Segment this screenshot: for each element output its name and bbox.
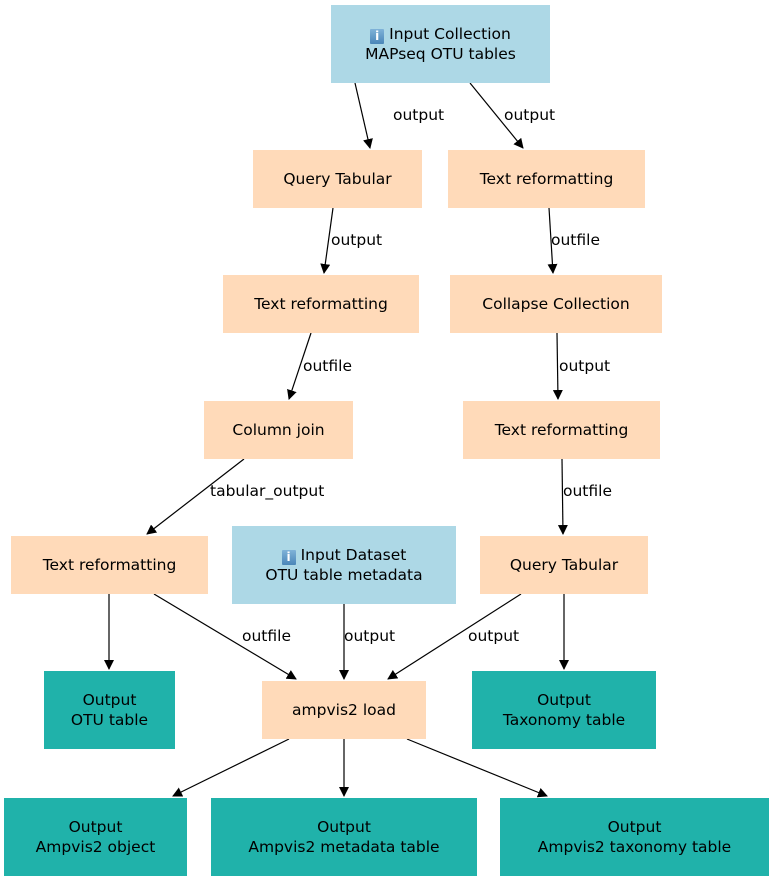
edge-query_tabular_2-to-ampvis2_load (387, 593, 522, 680)
edge-label: output (504, 106, 556, 124)
edge-label: outfile (242, 627, 291, 645)
node-output-ampvis2-object[interactable]: Output Ampvis2 object (4, 798, 187, 876)
edge-label: output (468, 627, 520, 645)
node-ampvis2-load[interactable]: ampvis2 load (262, 681, 426, 739)
column-join-label: Column join (232, 421, 325, 439)
collapse-collection-label: Collapse Collection (482, 295, 630, 313)
text-reformatting-1-label: Text reformatting (479, 170, 614, 188)
output-ampvis2-taxonomy-subtitle: Ampvis2 taxonomy table (537, 838, 732, 856)
edge-label: output (331, 231, 383, 249)
output-taxonomy-table-subtitle: Taxonomy table (502, 711, 626, 729)
edge-ampvis2_load-to-output_ampvis2_object (172, 738, 290, 797)
edge-input_collection-to-text_reformatting_1 (469, 82, 524, 149)
edge-label: outfile (563, 482, 612, 500)
input-collection-title-row: i Input Collection (370, 24, 511, 44)
node-text-reformatting-2[interactable]: Text reformatting (223, 275, 419, 333)
edge-query_tabular_1-to-text_reformatting_2 (320, 207, 334, 274)
edge-label: output (344, 627, 396, 645)
output-ampvis2-object-title: Output (68, 818, 123, 836)
node-text-reformatting-1[interactable]: Text reformatting (448, 150, 645, 208)
edge-ampvis2_load-to-output_ampvis2_taxonomy (406, 738, 548, 798)
edge-label: output (559, 357, 611, 375)
edge-label: tabular_output (210, 482, 325, 500)
edge-text_reformatting_4-to-query_tabular_2 (557, 458, 568, 535)
query-tabular-2-label: Query Tabular (509, 556, 619, 574)
query-tabular-1-label: Query Tabular (283, 170, 392, 188)
output-ampvis2-object-subtitle: Ampvis2 object (35, 838, 156, 856)
node-output-ampvis2-metadata[interactable]: Output Ampvis2 metadata table (211, 798, 477, 876)
output-ampvis2-metadata-title: Output (317, 818, 371, 836)
edge-label: outfile (303, 357, 352, 375)
info-icon: i (281, 550, 296, 565)
node-output-ampvis2-taxonomy[interactable]: Output Ampvis2 taxonomy table (500, 798, 769, 876)
ampvis2-load-label: ampvis2 load (292, 701, 396, 719)
input-collection-subtitle: MAPseq OTU tables (365, 45, 516, 63)
node-input-collection[interactable]: i Input Collection MAPseq OTU tables (331, 5, 550, 83)
text-reformatting-3-label: Text reformatting (42, 556, 177, 574)
input-dataset-title-row: i Input Dataset (281, 545, 407, 565)
node-query-tabular-2[interactable]: Query Tabular (480, 536, 648, 594)
input-dataset-title: Input Dataset (300, 546, 407, 564)
edge-text_reformatting_3-to-ampvis2_load (153, 593, 297, 680)
output-taxonomy-table-title: Output (537, 691, 591, 709)
edge-column_join-to-text_reformatting_3 (146, 458, 245, 535)
info-icon: i (370, 29, 385, 44)
node-input-dataset[interactable]: i Input Dataset OTU table metadata (232, 526, 456, 604)
text-reformatting-2-label: Text reformatting (254, 295, 388, 313)
node-query-tabular-1[interactable]: Query Tabular (253, 150, 422, 208)
output-ampvis2-metadata-subtitle: Ampvis2 metadata table (248, 838, 440, 856)
output-ampvis2-taxonomy-title: Output (607, 818, 662, 836)
input-dataset-subtitle: OTU table metadata (265, 566, 423, 584)
node-output-taxonomy-table[interactable]: Output Taxonomy table (472, 671, 656, 749)
input-collection-title: Input Collection (389, 25, 511, 43)
edge-text_reformatting_1-to-collapse_collection (547, 207, 558, 274)
output-otu-table-title: Output (82, 691, 137, 709)
node-collapse-collection[interactable]: Collapse Collection (450, 275, 662, 333)
edge-collapse_collection-to-text_reformatting_4 (552, 332, 563, 400)
node-column-join[interactable]: Column join (204, 401, 353, 459)
output-otu-table-subtitle: OTU table (70, 711, 149, 729)
node-text-reformatting-3[interactable]: Text reformatting (11, 536, 208, 594)
edge-text_reformatting_2-to-column_join (287, 332, 312, 400)
edge-label: output (393, 106, 445, 124)
node-text-reformatting-4[interactable]: Text reformatting (463, 401, 660, 459)
edge-input_collection-to-query_tabular_1 (354, 82, 373, 149)
edge-label: outfile (551, 231, 600, 249)
node-output-otu-table[interactable]: Output OTU table (44, 671, 175, 749)
text-reformatting-4-label: Text reformatting (494, 421, 629, 439)
